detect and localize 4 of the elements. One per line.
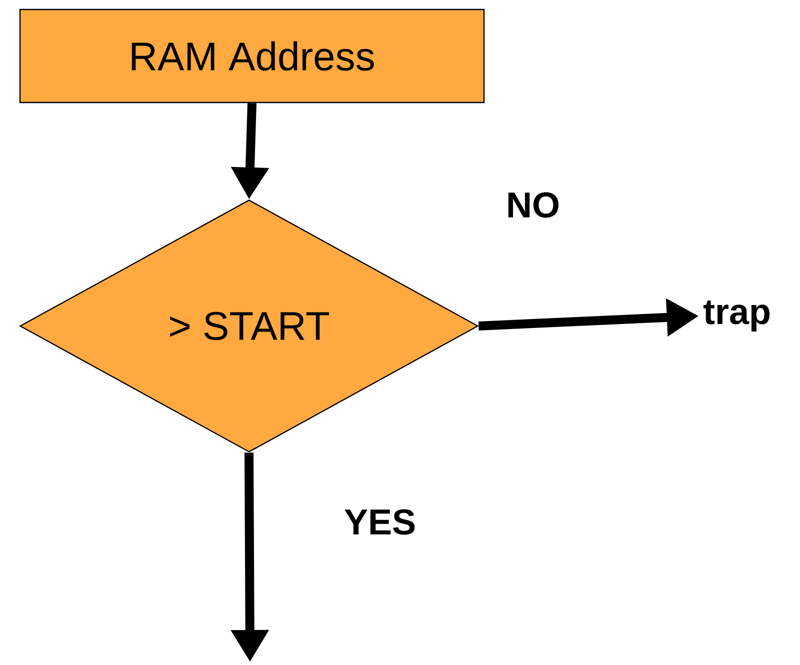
edge-label: NO (508, 192, 558, 218)
edge-label: YES (344, 509, 415, 535)
outcome-text: trap (703, 300, 770, 332)
process-box: RAM Address (19, 8, 485, 104)
